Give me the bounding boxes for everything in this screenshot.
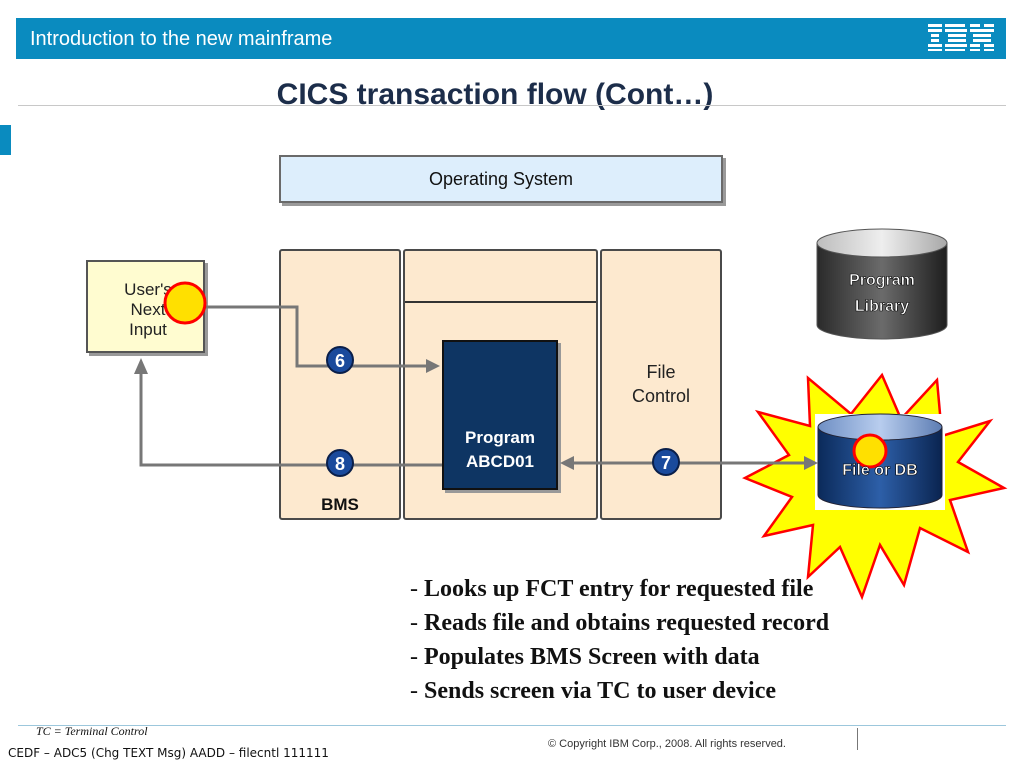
file-control-line-1: File bbox=[646, 362, 676, 382]
bullet-text: Populates BMS Screen with data bbox=[424, 644, 760, 670]
footer-divider bbox=[18, 725, 1006, 726]
file-or-db-label: File or DB bbox=[842, 462, 918, 479]
side-tab bbox=[0, 125, 11, 155]
arrowhead-to-program-from-db bbox=[560, 456, 574, 470]
bullet-text: Looks up FCT entry for requested file bbox=[424, 576, 814, 602]
program-library-label-1: Program bbox=[849, 272, 915, 289]
program-library-label-2: Library bbox=[855, 298, 909, 315]
program-label: Program ABCD01 bbox=[444, 426, 556, 474]
step-7-label: 7 bbox=[661, 453, 671, 473]
users-next-input-label: User's Next Input bbox=[98, 280, 198, 340]
step-7-badge bbox=[652, 448, 680, 476]
footer-vertical-divider bbox=[857, 728, 858, 750]
program-column-divider bbox=[405, 301, 596, 303]
bullet-list: - Looks up FCT entry for requested file … bbox=[410, 572, 829, 708]
arrowhead-to-program bbox=[426, 359, 440, 373]
arrow-input-to-program bbox=[205, 305, 428, 368]
footnote: TC = Terminal Control bbox=[36, 724, 148, 738]
arrowhead-to-db bbox=[804, 456, 818, 470]
input-line-1: User's bbox=[124, 280, 172, 299]
bullet-item: - Looks up FCT entry for requested file bbox=[410, 576, 814, 602]
bullet-text: Sends screen via TC to user device bbox=[424, 678, 776, 704]
step-8-badge bbox=[326, 449, 354, 477]
step-6-badge bbox=[326, 346, 354, 374]
bullet-item: - Sends screen via TC to user device bbox=[410, 678, 776, 704]
db-highlight-circle bbox=[852, 433, 888, 469]
copyright: © Copyright IBM Corp., 2008. All rights … bbox=[548, 738, 786, 750]
program-library-cylinder bbox=[816, 228, 948, 340]
header-banner: Introduction to the new mainframe bbox=[16, 18, 1006, 59]
bullet-item: - Populates BMS Screen with data bbox=[410, 644, 760, 670]
input-highlight-circle bbox=[163, 281, 207, 325]
arrow-bms-to-input bbox=[139, 372, 442, 467]
header-title: Introduction to the new mainframe bbox=[30, 28, 333, 50]
file-control-label: File Control bbox=[600, 360, 722, 408]
title-divider bbox=[18, 105, 1006, 106]
users-next-input-box: User's Next Input bbox=[86, 260, 205, 353]
ibm-logo bbox=[928, 24, 994, 51]
cedf-command-line: CEDF – ADC5 (Chg TEXT Msg) AADD – filecn… bbox=[8, 746, 329, 760]
operating-system-label: Operating System bbox=[428, 168, 574, 189]
bullet-item: - Reads file and obtains requested recor… bbox=[410, 610, 830, 636]
arrowhead-to-input bbox=[134, 358, 148, 374]
operating-system-box: Operating System bbox=[279, 155, 723, 203]
step-8-label: 8 bbox=[335, 454, 345, 474]
input-line-2: Next bbox=[130, 300, 166, 319]
program-label-line-1: Program bbox=[465, 428, 535, 447]
program-label-line-2: ABCD01 bbox=[465, 452, 535, 471]
bullet-text: Reads file and obtains requested record bbox=[424, 610, 830, 636]
input-line-3: Input bbox=[129, 320, 167, 339]
program-box: Program ABCD01 bbox=[442, 340, 558, 490]
step-6-label: 6 bbox=[335, 351, 345, 371]
bms-label: BMS bbox=[321, 495, 359, 514]
file-control-line-2: Control bbox=[631, 386, 691, 406]
